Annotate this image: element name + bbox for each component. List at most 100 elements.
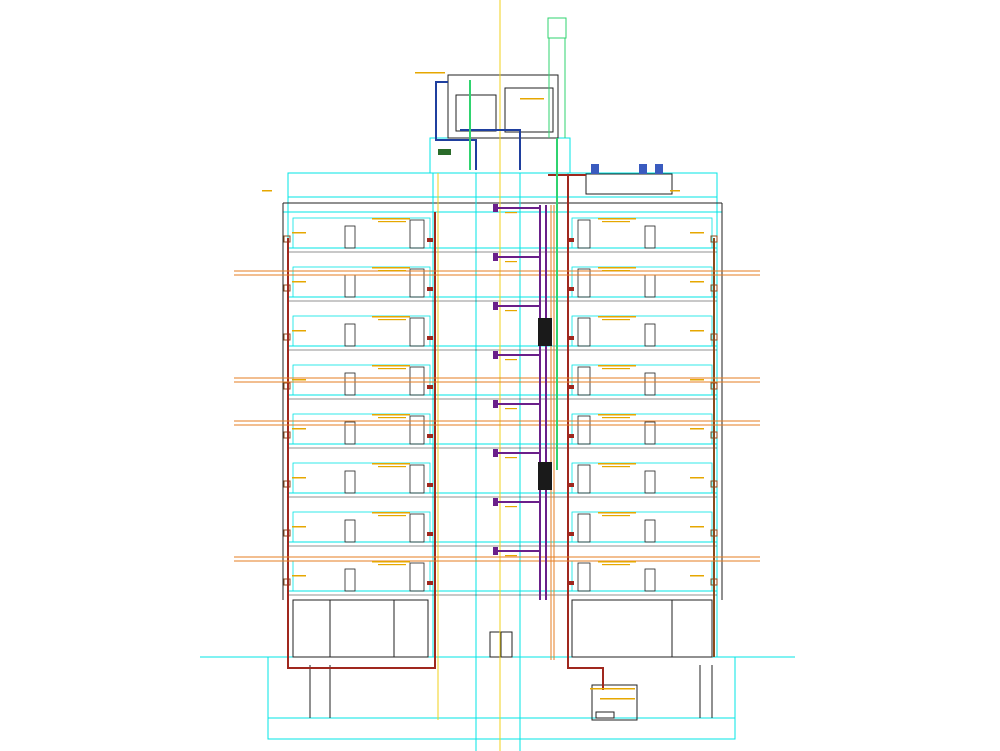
tank-outlet (460, 129, 521, 170)
annotation-mark (598, 561, 636, 563)
annotation-mark (372, 414, 410, 416)
fixture-connection (493, 253, 498, 261)
annotation-mark (690, 477, 704, 479)
door-icon (577, 464, 591, 494)
door-icon (344, 274, 356, 298)
annotation-mark (378, 319, 406, 321)
door-icon (409, 219, 425, 249)
exhaust-stack-icon (547, 17, 567, 39)
annotation-mark (602, 466, 630, 468)
fixture-connection (493, 498, 498, 506)
pipe-network (234, 0, 760, 751)
building-outline (287, 172, 718, 658)
water-tank-icon (504, 87, 554, 133)
tank-supply (435, 81, 448, 100)
branch-node (427, 581, 433, 585)
annotation-mark (505, 261, 517, 263)
room-left (292, 364, 431, 396)
branch-node (427, 287, 433, 291)
annotation-mark (602, 417, 630, 419)
annotation-mark (598, 414, 636, 416)
fixture-connection (493, 400, 498, 408)
annotation-mark (598, 463, 636, 465)
fixture-connection (493, 547, 498, 555)
stack-equipment (538, 462, 552, 490)
annotation-mark (378, 270, 406, 272)
cistern-pump (595, 711, 615, 719)
annotation-mark (378, 368, 406, 370)
room-right (571, 315, 713, 347)
room-right (571, 413, 713, 445)
room-left (292, 462, 431, 494)
room-left (292, 560, 431, 592)
annotation-mark (292, 575, 306, 577)
door-icon (409, 366, 425, 396)
branch-node (427, 532, 433, 536)
annotation-mark (505, 457, 517, 459)
annotation-mark (378, 417, 406, 419)
door-icon (577, 219, 591, 249)
door-icon (409, 513, 425, 543)
annotation-mark (292, 379, 306, 381)
annotation-mark (505, 506, 517, 508)
branch-node (568, 238, 574, 242)
annotation-mark (292, 232, 306, 234)
annotation-mark (520, 98, 544, 100)
basement (267, 656, 736, 740)
annotation-mark (378, 564, 406, 566)
pump-icon (591, 164, 599, 174)
door-icon (644, 225, 656, 249)
door-icon (577, 415, 591, 445)
annotation-mark (378, 221, 406, 223)
annotation-mark (372, 463, 410, 465)
room-right (571, 217, 713, 249)
annotation-mark (600, 698, 635, 700)
annotation-mark (372, 561, 410, 563)
door-icon (344, 225, 356, 249)
branch-node (568, 483, 574, 487)
annotation-mark (505, 212, 517, 214)
door-icon (344, 470, 356, 494)
annotation-mark (690, 281, 704, 283)
door-icon (577, 317, 591, 347)
fixture-connection (493, 204, 498, 212)
room-right (571, 462, 713, 494)
room-left (292, 217, 431, 249)
annotation-mark (690, 379, 704, 381)
annotation-mark (602, 270, 630, 272)
branch-node (568, 385, 574, 389)
room-right (571, 266, 713, 298)
tank-supply (435, 100, 477, 170)
ground-floor-glazing-left (292, 599, 429, 658)
door-icon (409, 415, 425, 445)
annotation-mark (598, 218, 636, 220)
door-icon (344, 372, 356, 396)
annotation-mark (505, 310, 517, 312)
door-icon (409, 562, 425, 592)
annotation-mark (598, 267, 636, 269)
annotation-mark (378, 515, 406, 517)
room-right (571, 511, 713, 543)
door-icon (577, 366, 591, 396)
door-icon (644, 470, 656, 494)
annotation-mark (378, 466, 406, 468)
annotation-mark (415, 72, 445, 74)
annotation-mark (690, 526, 704, 528)
door-icon (644, 519, 656, 543)
stack-equipment (538, 318, 552, 346)
annotation-mark (602, 368, 630, 370)
annotation-mark (292, 428, 306, 430)
fixture-connection (493, 302, 498, 310)
annotation-mark (590, 688, 635, 690)
drain-branches (493, 204, 540, 555)
annotation-mark (372, 218, 410, 220)
branch-node (568, 434, 574, 438)
door-icon (409, 317, 425, 347)
annotation-mark (602, 221, 630, 223)
door-icon (577, 562, 591, 592)
branch-node (427, 238, 433, 242)
room-right (571, 364, 713, 396)
machine-room-indicator (438, 149, 451, 155)
